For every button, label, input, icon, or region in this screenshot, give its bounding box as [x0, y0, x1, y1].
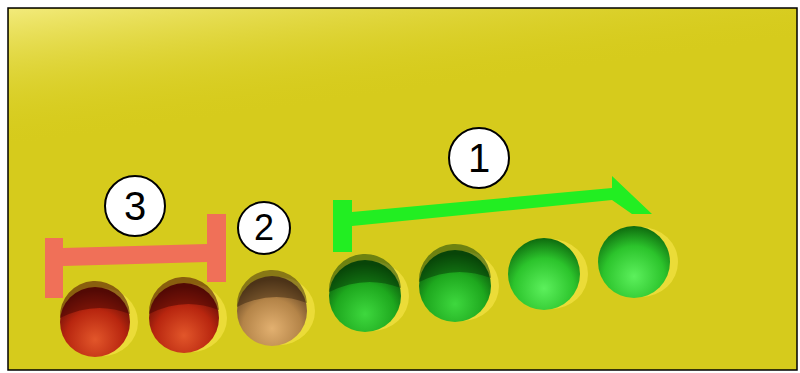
green-bracket	[333, 176, 652, 252]
red-sphere	[60, 281, 138, 357]
green-sphere	[598, 226, 678, 298]
green-sphere	[419, 244, 499, 322]
light-sheen	[9, 9, 796, 369]
tan-sphere	[237, 270, 315, 346]
callout-number: 2	[254, 210, 274, 246]
callout-circle	[449, 128, 509, 188]
callout-number: 1	[468, 138, 490, 178]
callout-circle	[105, 176, 165, 236]
yellow-ground	[8, 8, 797, 370]
green-sphere	[508, 238, 588, 310]
green-sphere	[329, 254, 409, 332]
callout-circle	[238, 202, 290, 254]
red-sphere	[149, 277, 227, 353]
callout-number: 3	[124, 186, 146, 226]
